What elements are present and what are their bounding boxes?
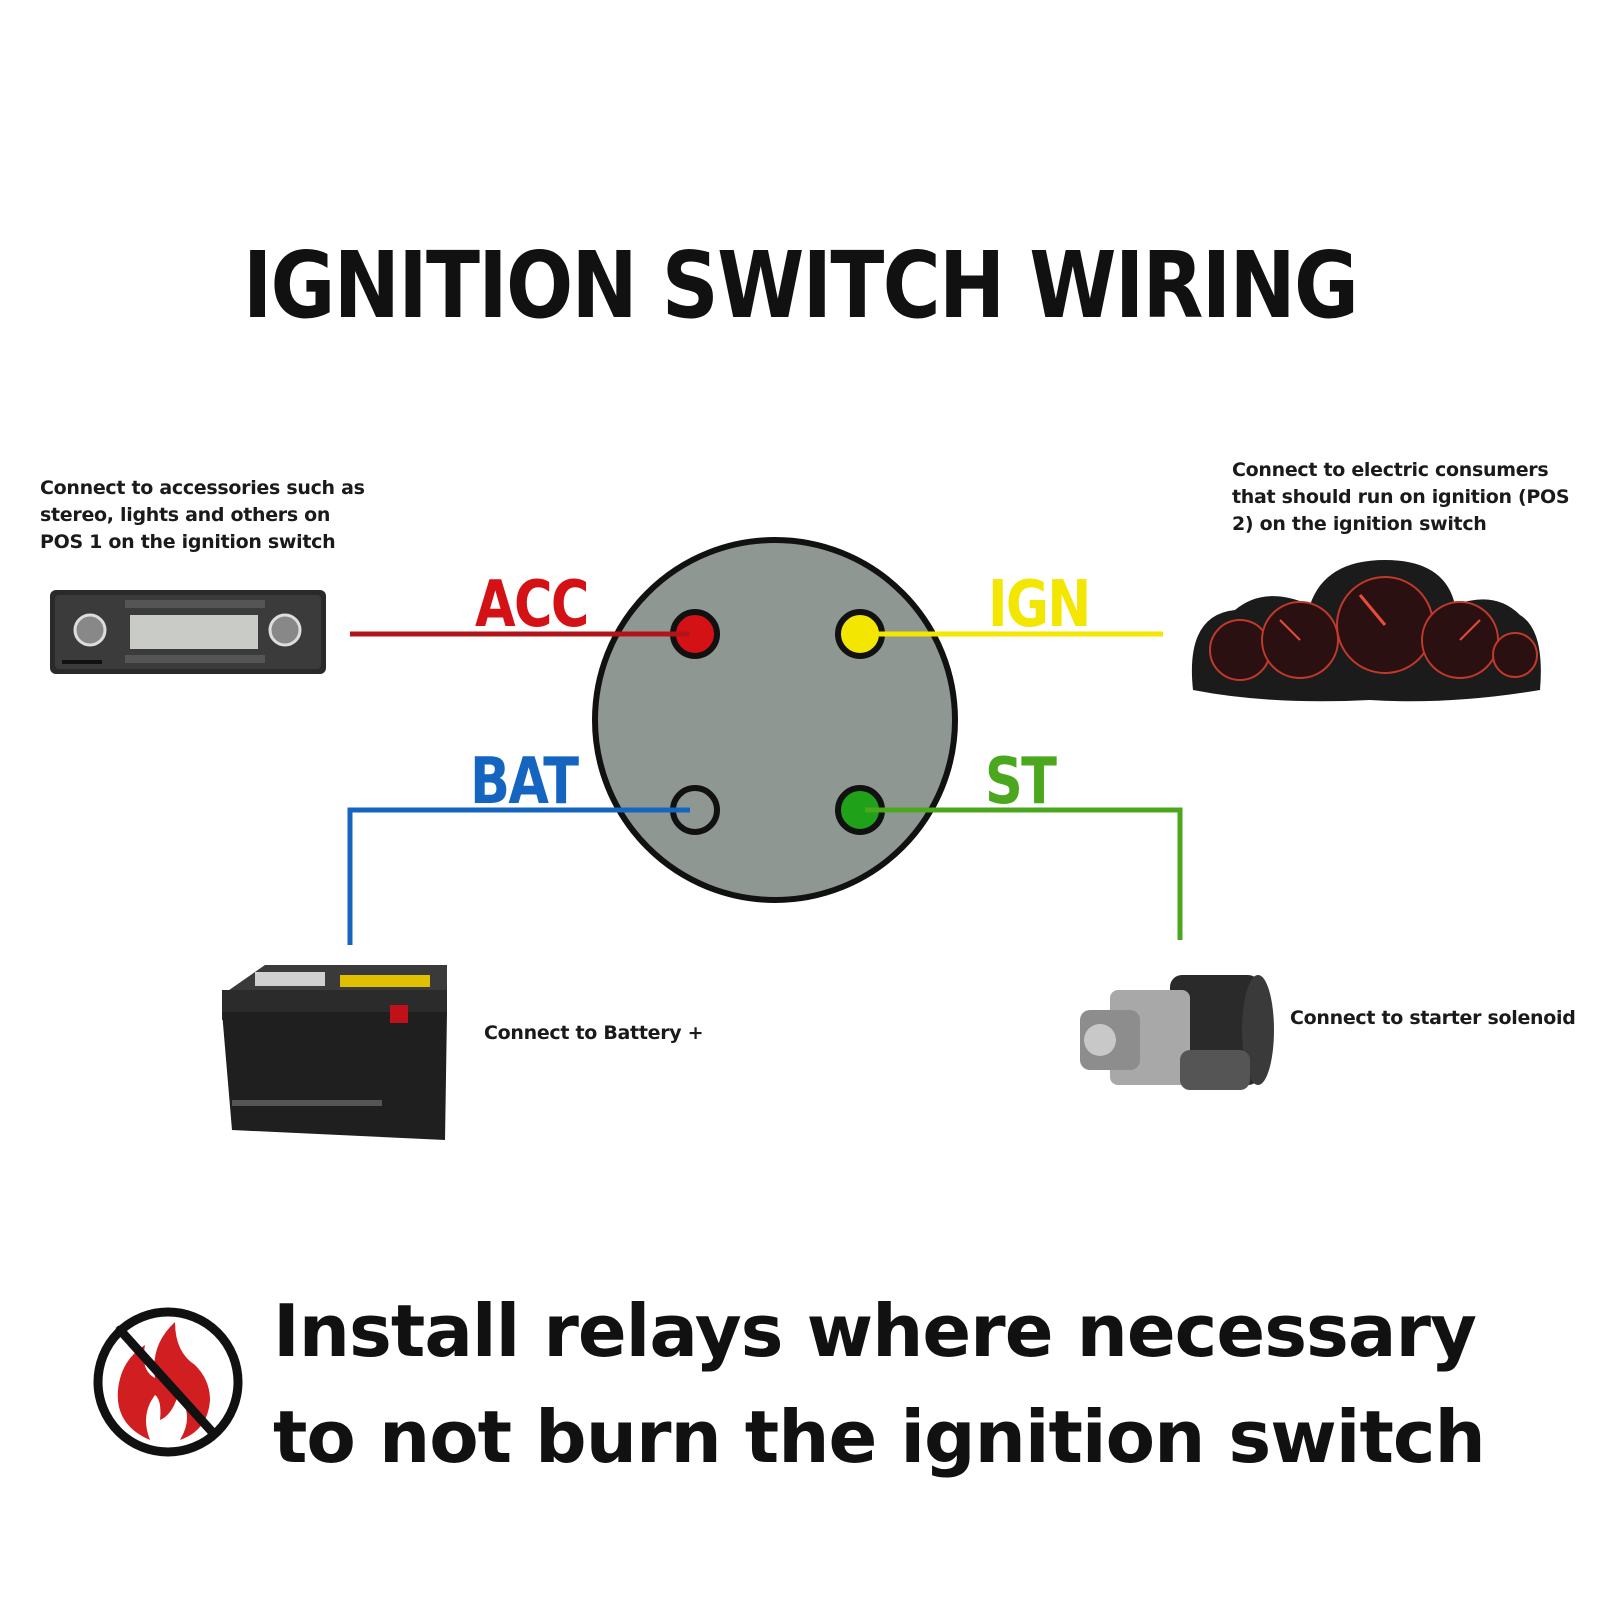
st-wire	[865, 807, 1183, 940]
car-battery-icon	[222, 965, 447, 1140]
ignition-switch-body	[592, 537, 958, 903]
warning-text: Install relays where necessary to not bu…	[273, 1289, 1486, 1479]
ign-label: IGN	[988, 568, 1091, 642]
bat-wire	[347, 807, 695, 945]
no-fire-icon	[93, 1307, 243, 1457]
starter-motor-icon	[1080, 975, 1274, 1090]
acc-note: Connect to accessories such as stereo, l…	[40, 477, 365, 553]
ign-note: Connect to electric consumers that shoul…	[1232, 459, 1570, 535]
bat-label: BAT	[470, 745, 579, 819]
page-title: IGNITION SWITCH WIRING	[242, 232, 1359, 339]
st-label: ST	[985, 745, 1057, 819]
acc-label: ACC	[475, 568, 589, 642]
car-stereo-icon	[50, 590, 326, 674]
st-note: Connect to starter solenoid	[1290, 1007, 1576, 1029]
instrument-cluster-icon	[1191, 560, 1541, 702]
bat-note: Connect to Battery +	[484, 1022, 704, 1044]
